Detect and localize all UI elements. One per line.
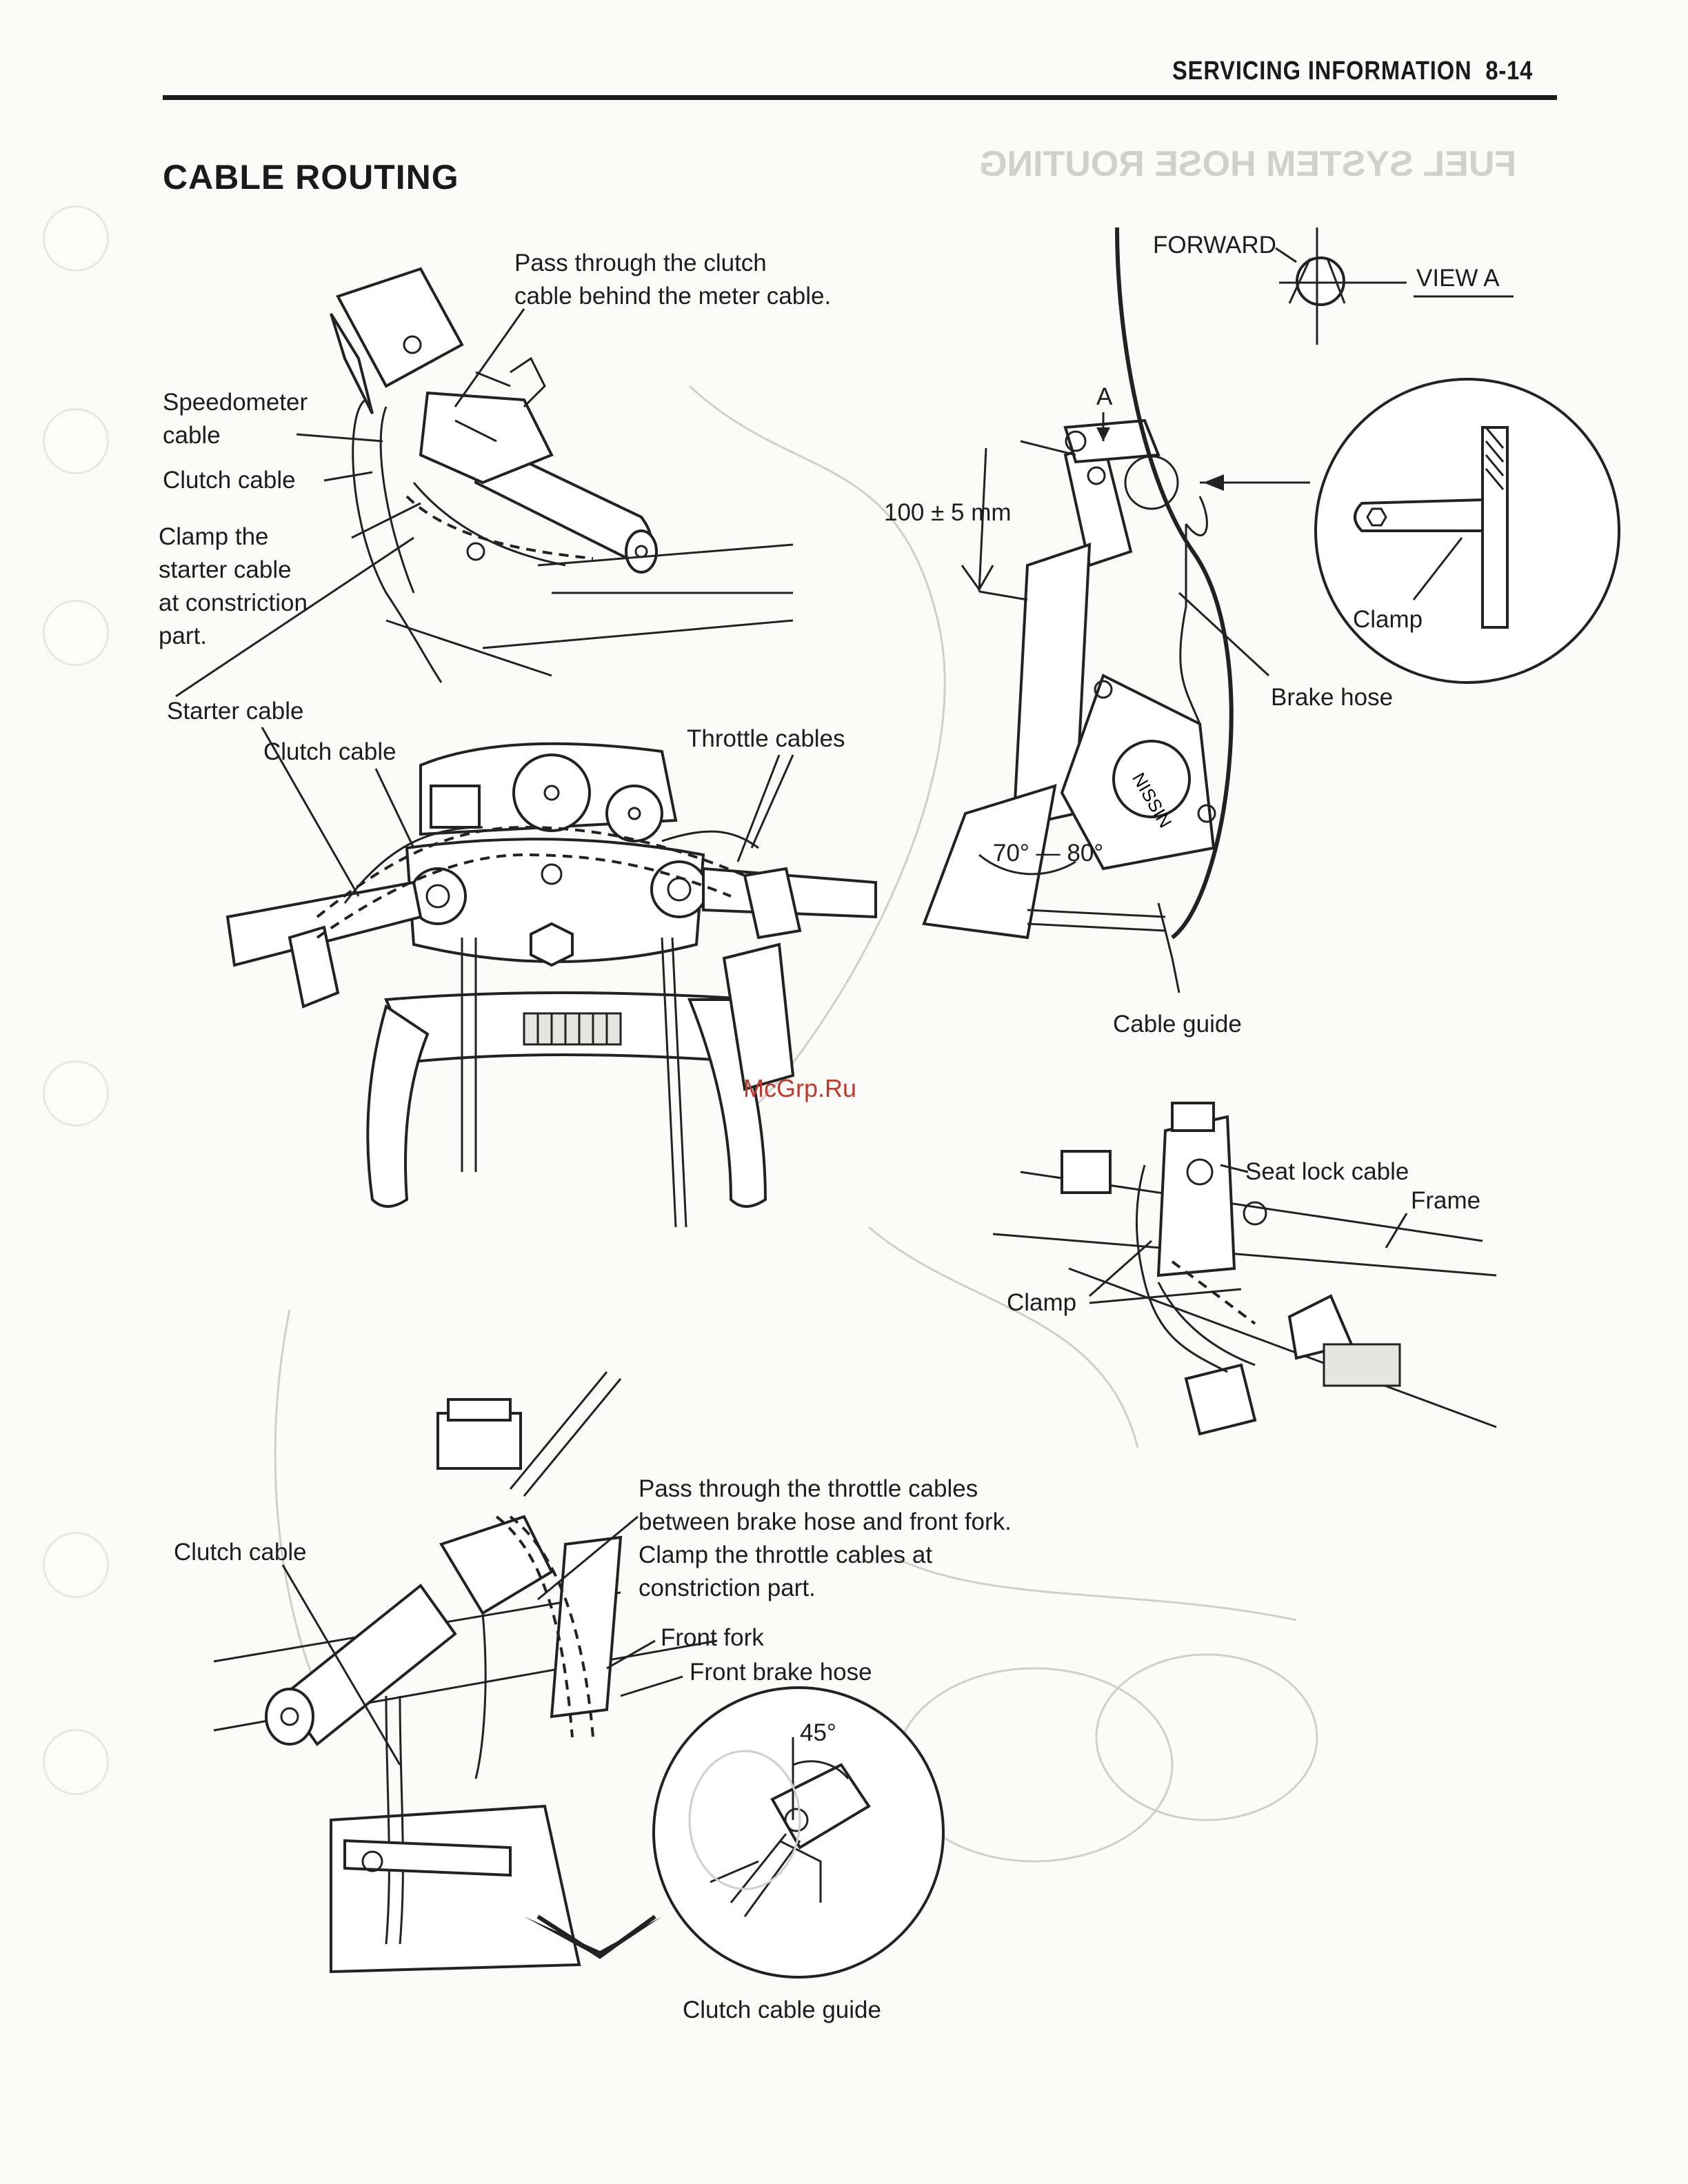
note-line: between brake hose and front fork. [639,1508,1012,1535]
label-line: Speedometer [163,389,308,416]
figure-clutch-lower [213,1371,718,1974]
binder-hole [43,1060,109,1126]
header-rule [163,95,1557,100]
note-line: starter cable [159,556,292,583]
label-front-fork: Front fork [661,1624,764,1651]
note-line: Clamp the throttle cables at [639,1541,933,1568]
binder-hole [43,408,109,474]
label-line: cable [163,422,221,449]
note-line: cable behind the meter cable. [514,283,832,310]
note-line: part. [159,623,208,649]
view-a-detail [1200,378,1620,684]
page-title: CABLE ROUTING [163,158,459,196]
label-angle-45: 45° [800,1719,836,1746]
label-frame: Frame [1411,1187,1481,1214]
leaders-fig2 [261,727,794,897]
leaders-fig3 [1171,592,1270,993]
figure-front-fork: NISSIN [922,227,1234,959]
label-clamp-detail: Clamp [1353,606,1423,633]
label-dimension: 100 ± 5 mm [884,499,1012,526]
label-clutch-cable-top: Clutch cable [163,467,296,494]
label-clamp-seat: Clamp [1007,1289,1077,1316]
ghost-drawing [274,385,1318,1863]
binder-hole [43,1532,109,1598]
label-throttle-cables: Throttle cables [687,725,845,752]
label-clutch-cable-mid: Clutch cable [263,738,396,765]
binder-hole [43,205,109,272]
label-view-a: VIEW A [1416,265,1500,292]
label-angle-range: 70° — 80° [993,840,1104,867]
figure-clutch-side-upper [330,267,794,683]
binder-hole [43,600,109,666]
note-pass-throttle: Pass through the throttle cables between… [639,1473,1012,1605]
leaders-fig1 [175,308,525,698]
figure-handlebar-assembly [225,742,877,1228]
note-clamp-starter: Clamp the starter cable at constriction … [159,520,308,653]
label-starter-cable: Starter cable [167,698,304,725]
label-speedometer-cable: Speedometer cable [163,386,308,452]
running-header: SERVICING INFORMATION 8-14 [1172,57,1533,86]
header-section: SERVICING INFORMATION [1172,57,1472,85]
note-line: at constriction [159,589,308,616]
leaders-fig5 [281,1515,683,1766]
label-clutch-cable-guide: Clutch cable guide [683,1996,881,2023]
leaders-fig4 [1089,1164,1408,1304]
label-brake-hose: Brake hose [1271,684,1394,711]
label-cable-guide: Cable guide [1113,1011,1242,1038]
label-marker-a: A [1096,383,1113,410]
note-line: Pass through the clutch [514,250,767,276]
figure-seat-lock [992,1102,1497,1436]
note-line: Pass through the throttle cables [639,1475,978,1502]
label-forward: FORWARD [1153,232,1276,259]
binder-hole [43,1729,109,1795]
clutch-cable-guide-detail [652,1686,945,1979]
forward-view-icon [1275,228,1514,345]
header-page-number: 8-14 [1485,57,1534,85]
label-front-brake-hose: Front brake hose [690,1659,872,1686]
note-line: Clamp the [159,523,269,550]
label-seat-lock-cable: Seat lock cable [1245,1158,1409,1185]
watermark: McGrp.Ru [743,1074,857,1102]
note-line: constriction part. [639,1575,816,1601]
note-pass-clutch: Pass through the clutch cable behind the… [514,247,831,313]
label-clutch-cable-bottom: Clutch cable [174,1539,307,1566]
